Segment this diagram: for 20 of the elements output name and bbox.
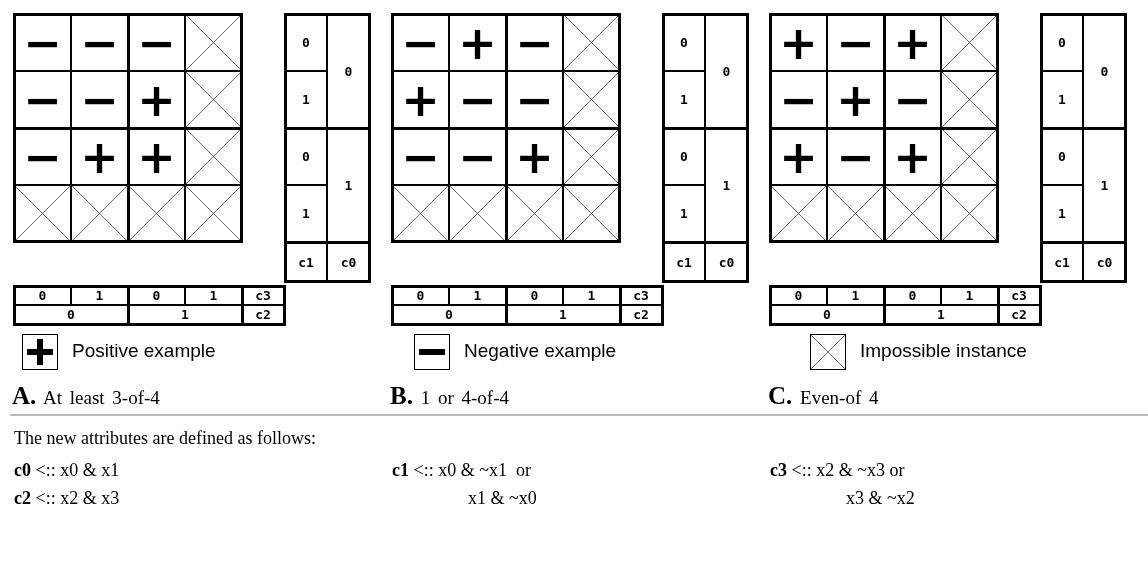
example-sign: − bbox=[392, 14, 449, 71]
attribute-definition: c3 <:: x2 & ~x3 or x3 & ~x2 bbox=[770, 459, 916, 510]
attribute-definition: c0 <:: x0 & x1 bbox=[14, 459, 121, 482]
panel-caption: C. Even-of 4 bbox=[768, 382, 879, 410]
example-sign: + bbox=[770, 14, 827, 71]
value-cell: 0 bbox=[663, 14, 705, 71]
value-cell: 0 bbox=[14, 286, 71, 305]
value-cell: 0 bbox=[770, 286, 827, 305]
value-cell: 0 bbox=[285, 14, 327, 71]
legend-label: Impossible instance bbox=[860, 340, 1027, 362]
attribute-definition: c1 <:: x0 & ~x1 or x1 & ~x0 bbox=[392, 459, 538, 510]
panel-caption: A. At least 3-of-4 bbox=[12, 382, 160, 410]
panel-caption: B. 1 or 4-of-4 bbox=[390, 382, 509, 410]
legend-label: Positive example bbox=[72, 340, 216, 362]
example-sign: − bbox=[14, 14, 71, 71]
value-cell: 0 bbox=[1041, 14, 1083, 71]
legend-label: Negative example bbox=[464, 340, 617, 362]
attribute-definition: c2 <:: x2 & x3 bbox=[14, 487, 121, 510]
definition-intro: The new attributes are defined as follows: bbox=[14, 428, 316, 449]
value-cell: 0 bbox=[392, 286, 449, 305]
